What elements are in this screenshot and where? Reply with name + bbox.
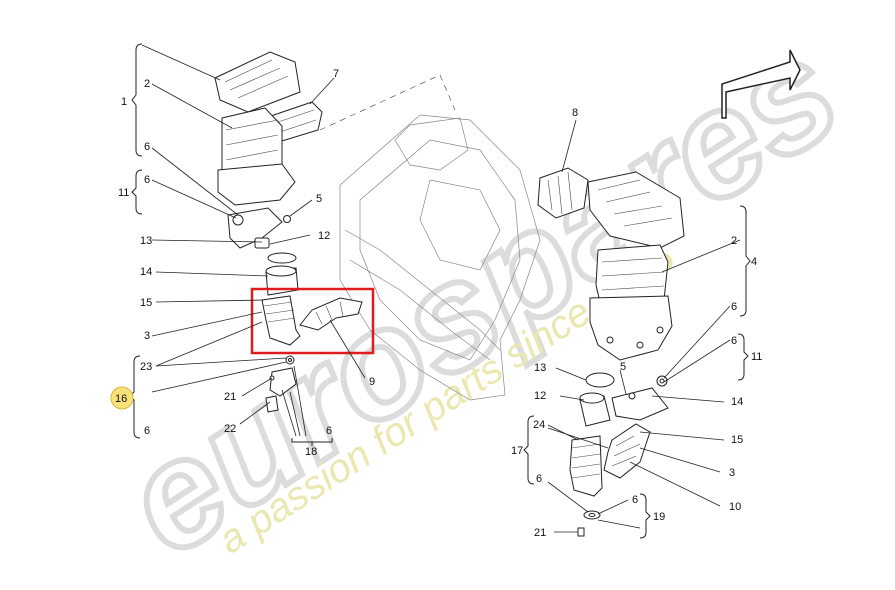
right-lower-housing bbox=[589, 295, 673, 361]
right-o-ring bbox=[585, 372, 615, 388]
air-box-housing bbox=[339, 114, 541, 401]
callout-2-left[interactable]: 2 bbox=[144, 78, 150, 90]
callout-4[interactable]: 4 bbox=[751, 256, 757, 268]
callout-5-left[interactable]: 5 bbox=[316, 193, 322, 205]
callout-6-right-a[interactable]: 6 bbox=[731, 301, 737, 313]
callout-6-left-c[interactable]: 6 bbox=[144, 425, 150, 437]
callout-11-left[interactable]: 11 bbox=[118, 187, 129, 199]
callout-9[interactable]: 9 bbox=[369, 376, 375, 388]
callout-15-right[interactable]: 15 bbox=[731, 434, 743, 446]
right-filter-cover bbox=[587, 171, 685, 249]
callout-7[interactable]: 7 bbox=[333, 68, 339, 80]
callout-12-left[interactable]: 12 bbox=[318, 230, 330, 242]
callout-14-right[interactable]: 14 bbox=[731, 396, 743, 408]
callout-6-right-c[interactable]: 6 bbox=[536, 473, 542, 485]
callout-21-right[interactable]: 21 bbox=[534, 527, 546, 539]
callout-11-right[interactable]: 11 bbox=[751, 351, 762, 363]
callout-14-left[interactable]: 14 bbox=[140, 266, 152, 278]
callout-17[interactable]: 17 bbox=[511, 445, 523, 457]
right-flow-meter bbox=[579, 392, 611, 427]
callout-18[interactable]: 18 bbox=[305, 446, 317, 458]
callout-6-left-a[interactable]: 6 bbox=[144, 141, 150, 153]
left-bracket-small bbox=[265, 367, 297, 413]
callout-22[interactable]: 22 bbox=[224, 423, 236, 435]
watermark-brand: eurospares bbox=[96, 5, 866, 585]
callout-23[interactable]: 23 bbox=[140, 361, 152, 373]
callout-3-right[interactable]: 3 bbox=[729, 467, 735, 479]
left-filter-cover bbox=[214, 51, 301, 113]
callout-13-right[interactable]: 13 bbox=[534, 362, 546, 374]
callout-2-right[interactable]: 2 bbox=[731, 235, 737, 247]
callout-15-left[interactable]: 15 bbox=[140, 297, 152, 309]
callout-13-left[interactable]: 13 bbox=[140, 235, 152, 247]
watermark: eurospares a passion for parts since 198… bbox=[93, 2, 869, 589]
right-intake-duct bbox=[537, 167, 589, 219]
callout-19[interactable]: 19 bbox=[653, 511, 665, 523]
callout-21-left[interactable]: 21 bbox=[224, 391, 236, 403]
callout-8[interactable]: 8 bbox=[572, 107, 578, 119]
right-hoses bbox=[569, 423, 651, 497]
highlight-circle bbox=[110, 386, 134, 410]
right-filter-element bbox=[595, 244, 669, 303]
callout-1[interactable]: 1 bbox=[121, 96, 127, 108]
leader-lines bbox=[141, 44, 741, 533]
right-screw-21 bbox=[577, 527, 585, 537]
left-sensor bbox=[254, 237, 270, 249]
right-bracket bbox=[611, 387, 669, 421]
callout-24[interactable]: 24 bbox=[533, 419, 545, 431]
callout-6-left-b[interactable]: 6 bbox=[144, 174, 150, 186]
callout-5-right[interactable]: 5 bbox=[620, 361, 626, 373]
highlight-box bbox=[250, 287, 375, 355]
left-lower-housing bbox=[217, 163, 296, 206]
callout-16[interactable]: 16 bbox=[115, 393, 127, 405]
callout-6-left-d[interactable]: 6 bbox=[326, 425, 332, 437]
left-flow-meter bbox=[265, 265, 299, 296]
callout-3-left[interactable]: 3 bbox=[144, 330, 150, 342]
callout-6-right-b[interactable]: 6 bbox=[731, 335, 737, 347]
callout-12-right[interactable]: 12 bbox=[534, 390, 546, 402]
callout-labels: 1 2 7 6 11 6 5 13 12 14 15 3 23 16 21 22… bbox=[115, 68, 762, 539]
callout-10[interactable]: 10 bbox=[729, 501, 741, 513]
callout-6-right-d[interactable]: 6 bbox=[632, 494, 638, 506]
left-hoses bbox=[261, 295, 363, 346]
direction-arrow-icon bbox=[721, 49, 801, 119]
left-o-ring bbox=[267, 252, 297, 264]
